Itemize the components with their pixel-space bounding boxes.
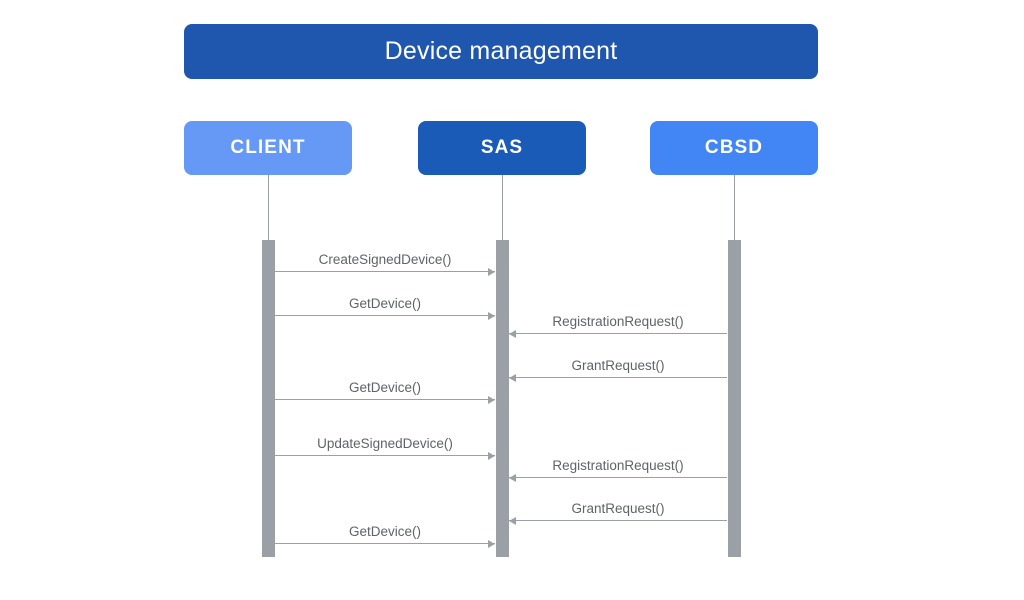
actor-box-sas[interactable]: SAS [418,121,586,175]
message-client-to-sas[interactable]: GetDevice() [275,286,495,320]
message-line [509,477,727,478]
activation-bar-sas [496,240,509,557]
message-line [275,543,495,544]
arrowhead-right-icon [488,311,495,320]
message-cbsd-to-sas[interactable]: GrantRequest() [509,491,727,525]
arrowhead-left-icon [509,329,516,338]
message-label: GetDevice() [348,296,421,311]
message-line [509,377,727,378]
message-client-to-sas[interactable]: GetDevice() [275,370,495,404]
lifeline-client [268,175,269,240]
arrowhead-right-icon [488,451,495,460]
message-label: RegistrationRequest() [552,314,684,329]
message-line [275,315,495,316]
message-line [275,271,495,272]
arrowhead-right-icon [488,539,495,548]
arrowhead-left-icon [509,516,516,525]
message-cbsd-to-sas[interactable]: RegistrationRequest() [509,448,727,482]
activation-bar-cbsd [728,240,741,557]
lifeline-sas [502,175,503,240]
message-line [275,455,495,456]
message-line [275,399,495,400]
message-line [509,333,727,334]
arrowhead-left-icon [509,473,516,482]
message-cbsd-to-sas[interactable]: GrantRequest() [509,348,727,382]
message-label: GrantRequest() [571,501,665,516]
actor-box-client[interactable]: CLIENT [184,121,352,175]
message-client-to-sas[interactable]: GetDevice() [275,514,495,548]
activation-bar-client [262,240,275,557]
actor-label-client: CLIENT [230,137,306,158]
message-line [509,520,727,521]
diagram-title-banner: Device management [184,24,818,79]
arrowhead-left-icon [509,373,516,382]
message-label: RegistrationRequest() [552,458,684,473]
message-label: GetDevice() [348,524,421,539]
message-client-to-sas[interactable]: UpdateSignedDevice() [275,426,495,460]
message-label: GetDevice() [348,380,421,395]
actor-box-cbsd[interactable]: CBSD [650,121,818,175]
message-label: UpdateSignedDevice() [317,436,453,451]
diagram-title-text: Device management [384,37,618,65]
lifeline-cbsd [734,175,735,240]
message-label: GrantRequest() [571,358,665,373]
actor-label-cbsd: CBSD [704,137,764,158]
actor-label-sas: SAS [480,137,524,158]
arrowhead-right-icon [488,395,495,404]
message-label: CreateSignedDevice() [318,252,452,267]
message-client-to-sas[interactable]: CreateSignedDevice() [275,242,495,276]
arrowhead-right-icon [488,267,495,276]
message-cbsd-to-sas[interactable]: RegistrationRequest() [509,304,727,338]
